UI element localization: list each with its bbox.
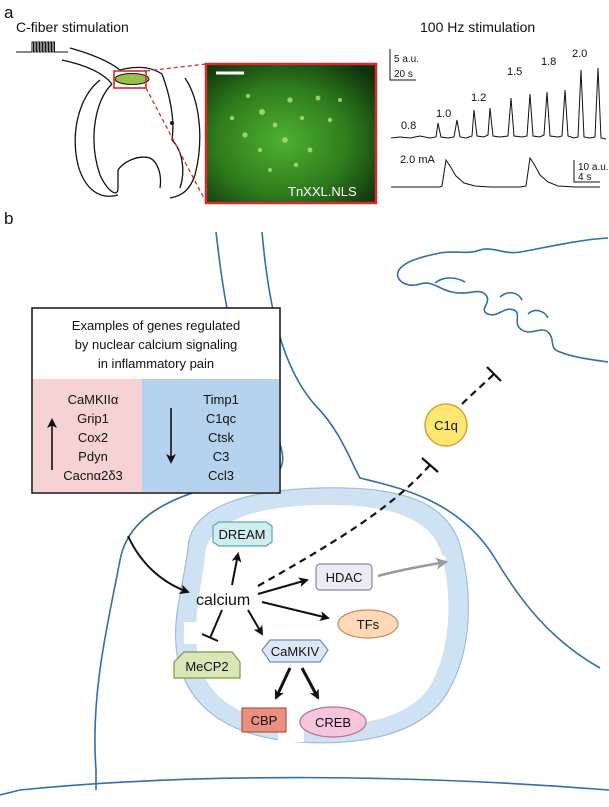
up-gene-4: Pdyn [78,449,108,464]
up-gene-5: Cacnα2δ3 [63,468,123,483]
arrow-calcium-dream [231,552,242,586]
scalebar-top: 5 a.u. 20 s [389,49,419,81]
up-genes-panel [33,379,142,492]
up-gene-1: CaMKIIα [68,392,119,407]
calcium-trace-top [390,67,607,140]
bottom-current-label: 2.0 mA [400,154,436,166]
stimulation-title: C-fiber stimulation [16,19,129,35]
cell-membrane-right [261,231,601,669]
dashed-calcium-c1q [257,464,431,587]
cbp-node: CBP [241,707,287,733]
svg-text:CBP: CBP [251,713,278,728]
down-gene-2: C1qc [206,411,237,426]
spinal-cord-schematic [61,47,201,199]
inhibit-bar-icon [201,633,219,642]
c1q-node: C1q [424,403,468,447]
svg-text:DREAM: DREAM [219,527,266,542]
hdac-export-arrow [377,557,448,578]
dream-node: DREAM [212,521,273,547]
svg-text:HDAC: HDAC [326,570,363,585]
calcium-node: calcium [196,592,250,609]
cell-membrane-bottom [0,776,609,796]
panel-b: b Examples of genes regulated by nuclear… [0,209,609,796]
svg-text:TFs: TFs [357,617,380,632]
zoom-region-box [113,70,147,89]
down-gene-3: Ctsk [208,430,235,445]
camkiv-node: CaMKIV [261,639,329,663]
scalebar-bottom: 10 a.u. 4 s [573,160,609,183]
calcium-trace-bottom [391,156,600,188]
down-gene-4: C3 [213,449,230,464]
nuclear-pore [184,622,202,644]
gene-box-title-1: Examples of genes regulated [72,318,240,333]
down-gene-5: Ccl3 [208,468,234,483]
central-canal [170,121,174,125]
pulse-train-icon [16,41,68,53]
svg-text:CREB: CREB [315,715,351,730]
dorsal-horn-highlight [114,73,150,85]
micrograph-label: TnXXL.NLS [288,184,357,199]
inhibit-bar-icon [486,366,502,382]
zoom-line-bottom [145,87,207,203]
panel-a: a C-fiber stimulation [4,3,609,205]
mecp2-node: MeCP2 [173,651,241,679]
calcium-influx-arrow [127,535,190,595]
current-label-1: 0.8 [401,120,416,132]
dendritic-spine [396,237,609,363]
zoom-line-top [145,63,207,72]
dashed-c1q-synapse [461,373,495,405]
svg-text:CaMKIV: CaMKIV [271,644,320,659]
panel-b-label: b [4,209,13,228]
trace-title: 100 Hz stimulation [420,19,535,35]
svg-text:5 a.u.: 5 a.u. [394,54,419,65]
arrow-camkiv-creb [300,667,320,700]
panel-a-label: a [4,3,14,22]
gene-box-title-2: by nuclear calcium signaling [75,337,238,352]
current-label-5: 1.8 [541,56,556,68]
svg-text:C1q: C1q [434,418,458,433]
tfs-node: TFs [337,609,399,639]
hdac-node: HDAC [315,563,373,591]
up-gene-3: Cox2 [78,430,108,445]
svg-text:MeCP2: MeCP2 [185,659,228,674]
creb-node: CREB [299,706,367,738]
inhibit-calcium-mecp2 [209,609,223,639]
arrow-camkiv-cbp [274,667,292,700]
down-gene-1: Timp1 [203,392,239,407]
gene-box: Examples of genes regulated by nuclear c… [31,307,281,494]
inhibit-bar-icon [421,457,439,473]
gene-box-title-3: in inflammatory pain [98,356,214,371]
arrow-calcium-camkiv [247,609,264,636]
current-label-2: 1.0 [436,108,451,120]
current-label-3: 1.2 [471,92,486,104]
svg-text:10 a.u.: 10 a.u. [578,162,609,173]
micrograph: TnXXL.NLS [204,62,378,205]
current-label-6: 2.0 [572,48,587,60]
down-genes-panel [142,379,279,492]
dendritic-spine-inner [434,277,549,319]
up-gene-2: Grip1 [77,411,109,426]
svg-text:4 s: 4 s [578,172,591,183]
svg-text:20 s: 20 s [394,69,413,80]
arrow-calcium-hdac [257,577,309,595]
current-label-4: 1.5 [507,66,522,78]
arrow-calcium-tfs [261,601,330,621]
